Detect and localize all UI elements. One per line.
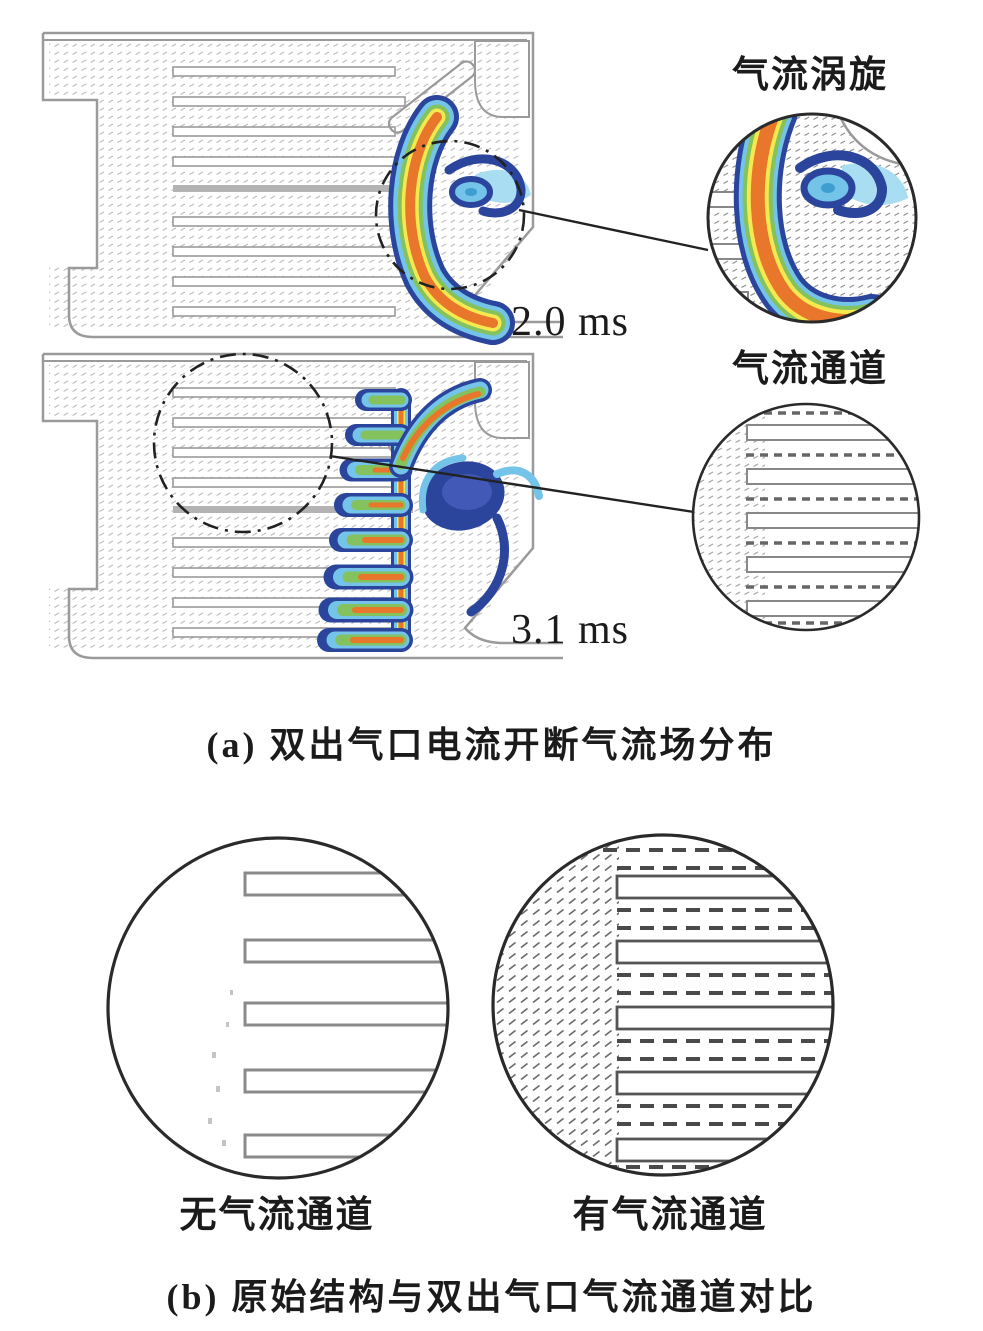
time-label-lower: 3.1 ms <box>510 607 629 653</box>
connector-line-vortex <box>518 208 709 252</box>
panel-b-left-label: 无气流通道 <box>179 1195 375 1236</box>
panel-a-caption: (a) 双出气口电流开断气流场分布 <box>206 725 777 765</box>
simulation-upper <box>33 31 565 345</box>
jets <box>317 389 414 652</box>
vortex-upper <box>444 154 531 218</box>
simulation-lower <box>33 352 565 660</box>
panel-b-left-circle <box>106 836 450 1180</box>
zoom-region-vortex <box>374 139 526 291</box>
inset-vortex-label: 气流涡旋 <box>732 55 888 96</box>
time-label-upper: 2.0 ms <box>510 299 629 345</box>
contour-arc-lower <box>389 378 492 478</box>
panel-b-right-label: 有气流通道 <box>572 1195 768 1236</box>
contour-arc-upper <box>388 95 515 345</box>
connector-line-channel <box>329 454 695 514</box>
panel-b-right-circle <box>491 833 835 1177</box>
inset-vortex-circle <box>706 112 918 324</box>
zoom-region-channel <box>152 352 334 534</box>
inset-channel-circle <box>691 402 921 632</box>
inset-channel-label: 气流通道 <box>732 349 888 390</box>
panel-b-caption: (b) 原始结构与双出气口气流通道对比 <box>166 1277 817 1317</box>
